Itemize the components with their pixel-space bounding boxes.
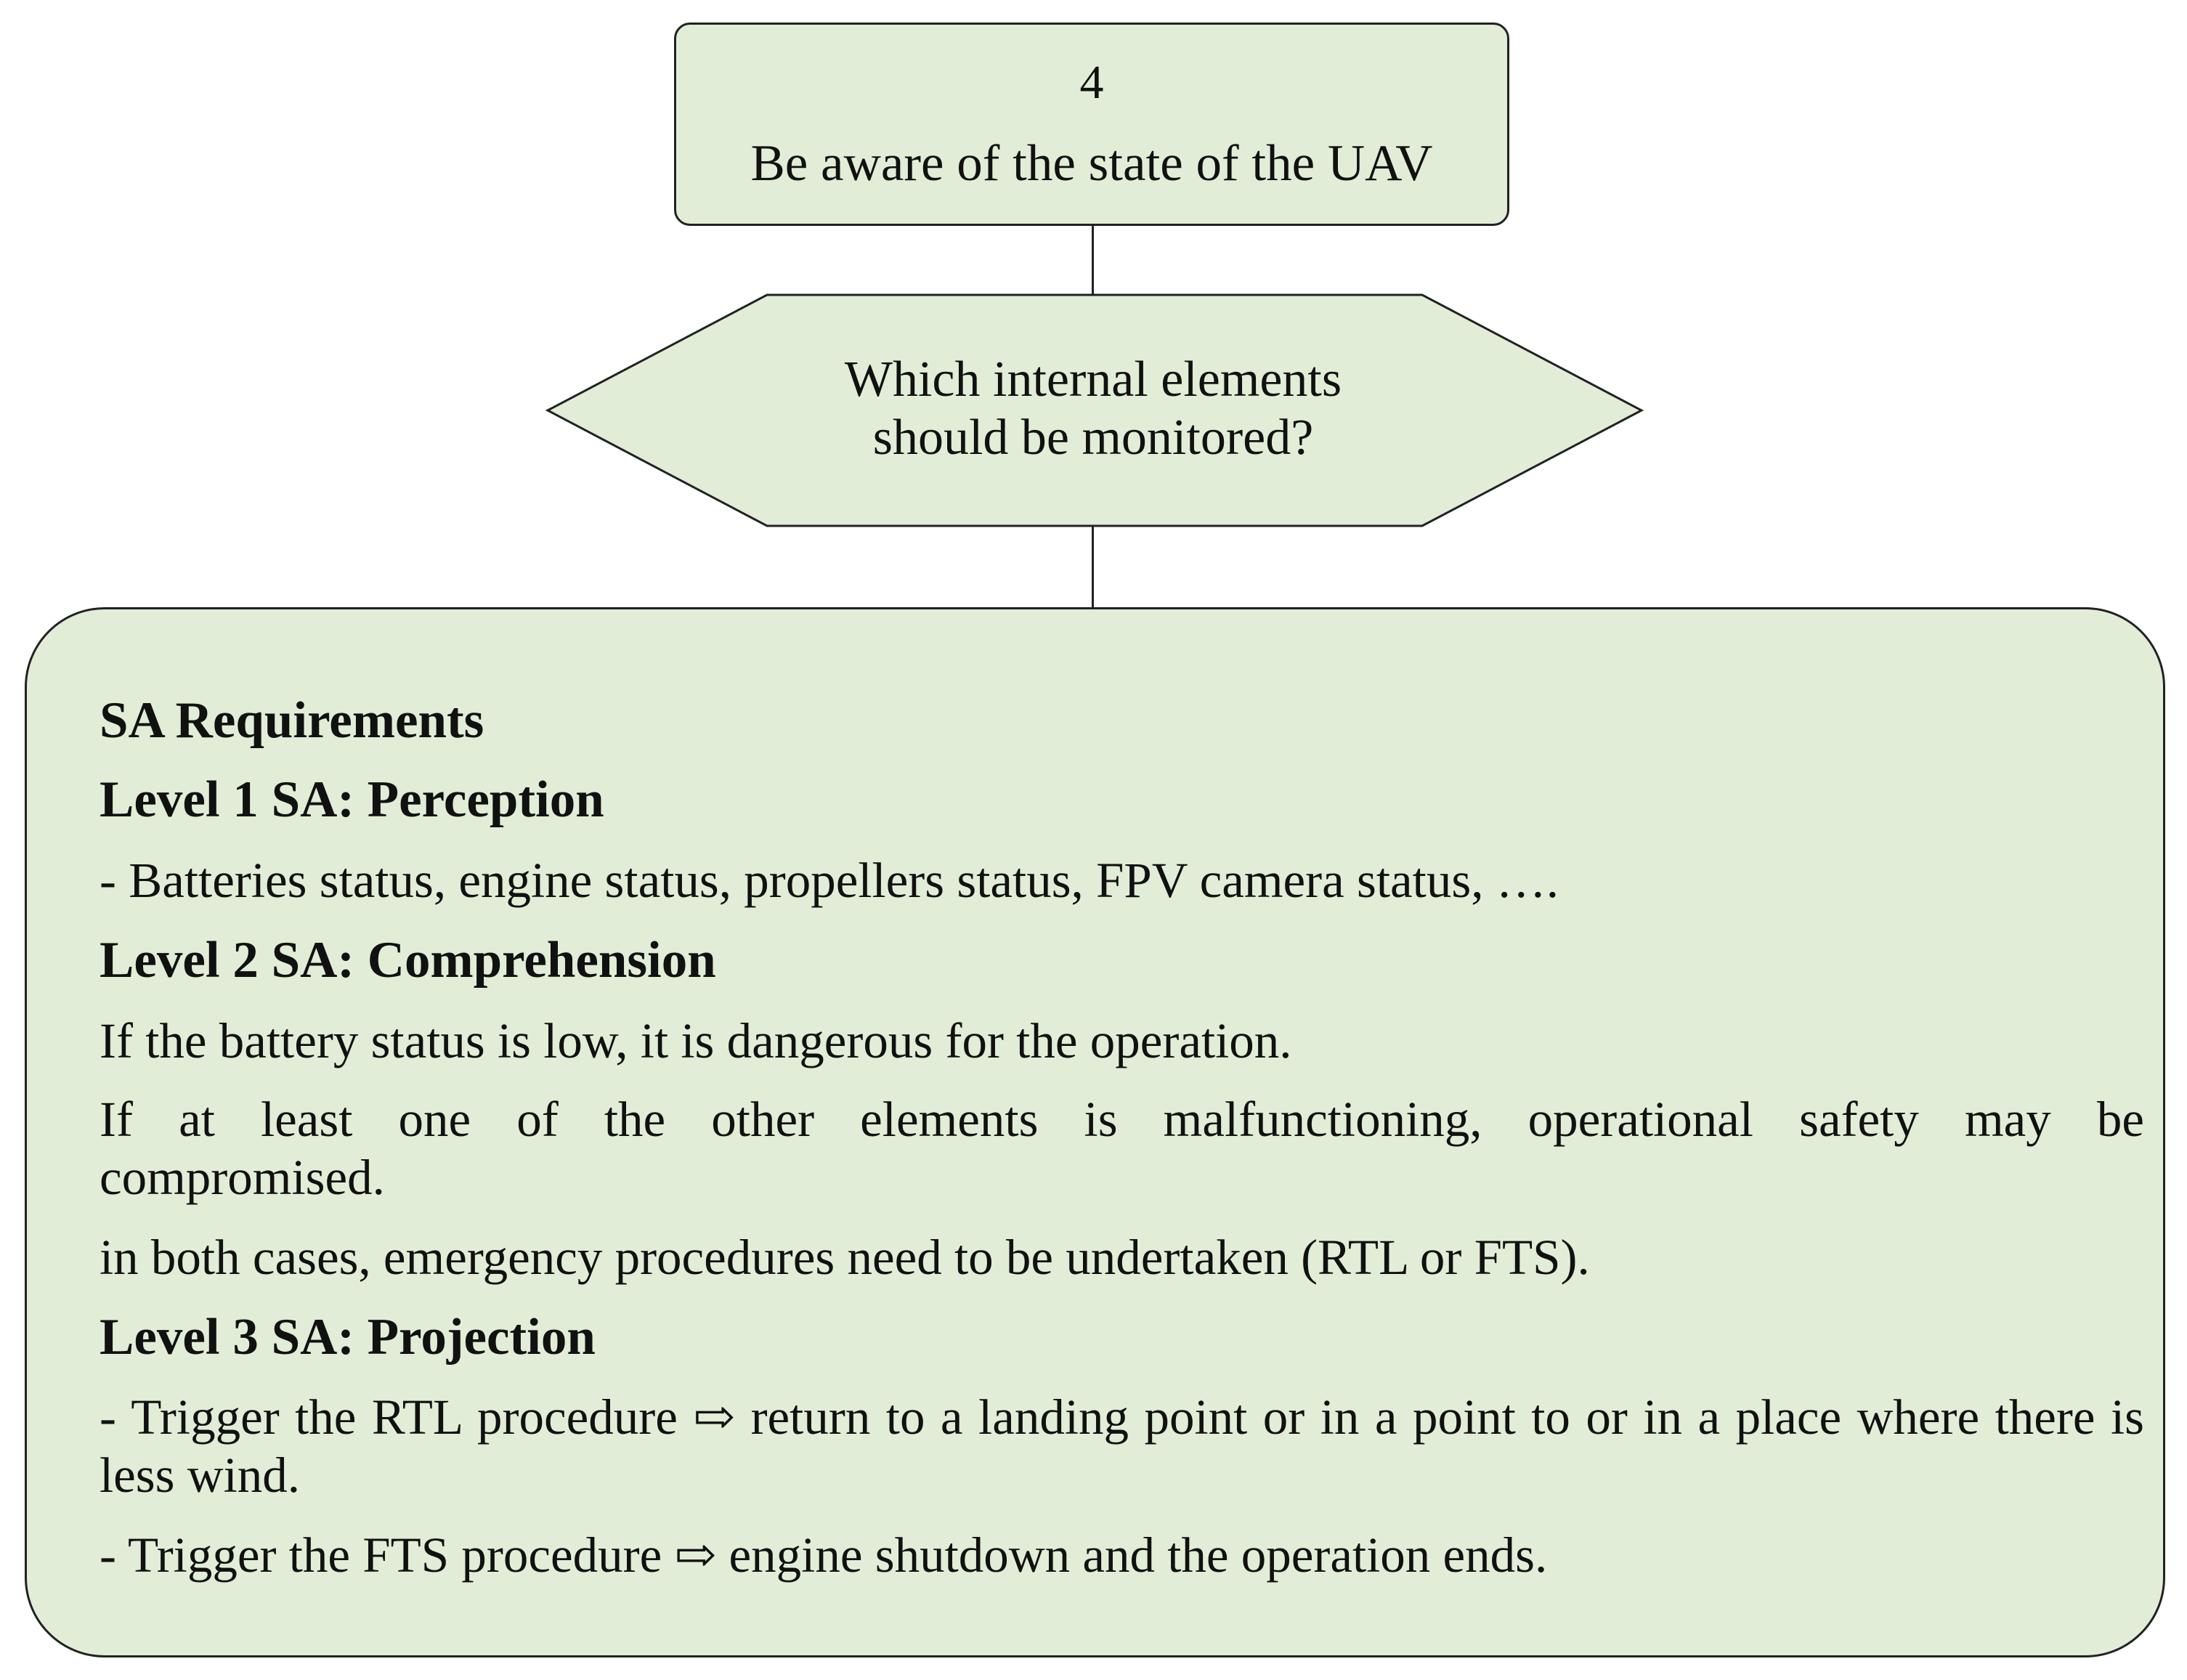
- sa-requirements-heading: SA Requirements: [100, 692, 484, 749]
- level3-item: - Trigger the FTS procedure ⇨ engine shu…: [100, 1527, 1548, 1583]
- connector-question-requirements: [1092, 525, 1094, 609]
- level2-item: If at least one of the other elements is…: [100, 1092, 2144, 1205]
- connector-goal-question: [1092, 226, 1094, 296]
- question-line-1: Which internal elements: [844, 352, 1342, 407]
- goal-text: Be aware of the state of the UAV: [750, 135, 1433, 192]
- question-line-2: should be monitored?: [872, 410, 1314, 466]
- question-hexagon: [545, 293, 1644, 527]
- level3-item: - Trigger the RTL procedure ⇨ return to …: [100, 1389, 2144, 1503]
- question-text: Which internal elements should be monito…: [654, 351, 1533, 467]
- level1-title: Level 1 SA: Perception: [100, 771, 604, 828]
- level1-item: - Batteries status, engine status, prope…: [100, 853, 1559, 908]
- level3-title: Level 3 SA: Projection: [100, 1309, 596, 1365]
- level2-item: in both cases, emergency procedures need…: [100, 1230, 1590, 1285]
- level2-title: Level 2 SA: Comprehension: [100, 932, 716, 989]
- level2-item: If the battery status is low, it is dang…: [100, 1013, 1292, 1068]
- goal-box: 4 Be aware of the state of the UAV: [674, 23, 1509, 226]
- goal-number: 4: [1079, 56, 1104, 109]
- question-hexagon-shape: [545, 293, 1644, 527]
- sa-requirements-box: SA Requirements Level 1 SA: Perception -…: [25, 607, 2165, 1657]
